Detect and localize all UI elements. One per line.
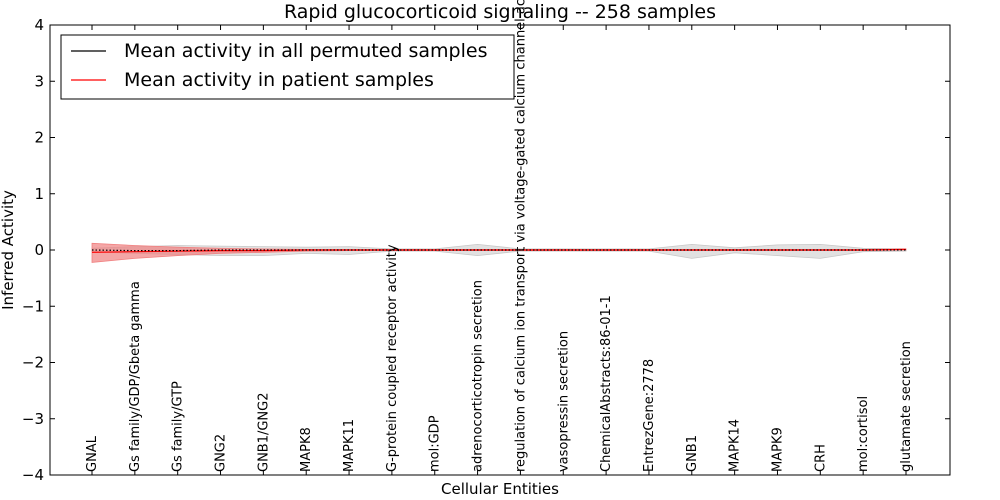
x-tick-label: ChemicalAbstracts:86-01-1 [599, 295, 614, 472]
chart-title: Rapid glucocorticoid signaling -- 258 sa… [284, 1, 716, 23]
y-tick-label: 2 [34, 129, 44, 147]
y-tick-label: 0 [34, 241, 44, 259]
legend-label: Mean activity in patient samples [124, 69, 434, 91]
x-axis-label: Cellular Entities [441, 480, 559, 498]
x-axis: GNAL Gs family/GDP/Gbeta gamma Gs family/G… [85, 0, 914, 475]
y-axis: −4 −3 −2 −1 0 1 2 3 4 [22, 16, 950, 484]
x-tick-label: GNB1 [685, 435, 700, 472]
x-tick-label: CRH [813, 444, 828, 472]
band-series-0 [91, 243, 907, 259]
x-tick-label: glutamate secretion [899, 341, 914, 472]
x-tick-label: Gs family/GDP/Gbeta gamma [128, 281, 143, 472]
series-lines [91, 248, 907, 253]
x-tick-label: regulation of calcium ion transport via … [513, 0, 528, 472]
y-tick-label: 1 [34, 185, 44, 203]
y-tick-label: 4 [34, 16, 44, 34]
x-tick-label: adrenocorticotropin secretion [471, 280, 486, 472]
x-tick-label: mol:cortisol [856, 396, 871, 472]
legend-label: Mean activity in all permuted samples [124, 40, 487, 62]
x-tick-label: GNG2 [214, 434, 229, 472]
x-tick-label: mol:GDP [428, 415, 443, 472]
legend-box [60, 34, 515, 100]
x-tick-label: Gs family/GTP [171, 381, 186, 472]
x-tick-label: MAPK11 [342, 419, 357, 472]
y-tick-label: −2 [22, 354, 44, 372]
x-tick-label: MAPK9 [770, 427, 785, 472]
y-tick-label: −1 [22, 297, 44, 315]
y-tick-label: −4 [22, 466, 44, 484]
x-tick-label: G-protein coupled receptor activity [385, 244, 400, 472]
confidence-bands [91, 242, 907, 263]
y-tick-label: −3 [22, 410, 44, 428]
x-tick-label: MAPK8 [299, 427, 314, 472]
y-axis-label: Inferred Activity [0, 190, 17, 310]
line-series-0 [91, 249, 906, 252]
x-tick-label: vasopressin secretion [556, 331, 571, 472]
x-tick-label: GNB1/GNG2 [256, 392, 271, 472]
x-tick-label: EntrezGene:2778 [642, 359, 657, 472]
x-tick-label: MAPK14 [728, 419, 743, 472]
y-tick-label: 3 [34, 72, 44, 90]
legend: Mean activity in all permuted samplesMea… [60, 34, 515, 100]
x-tick-label: GNAL [85, 435, 100, 472]
